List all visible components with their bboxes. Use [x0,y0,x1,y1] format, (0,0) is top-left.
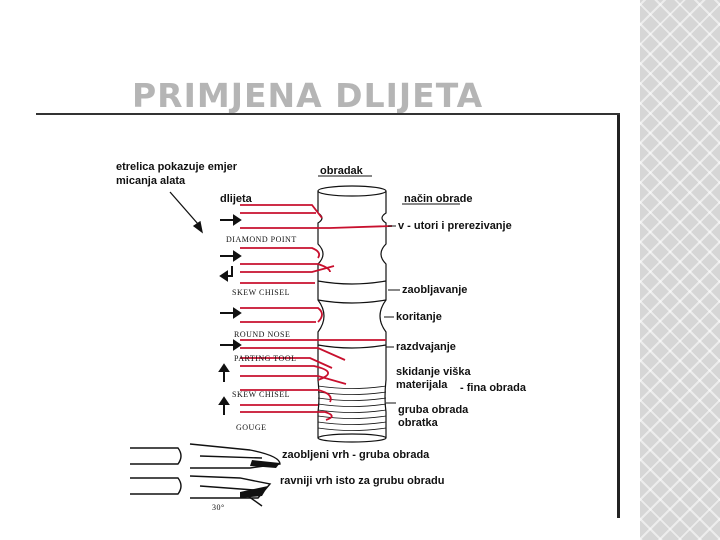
operation-v-grooves: v - utori i prerezivanje [398,220,512,232]
tool-name: SKEW CHISEL [232,390,290,399]
workpiece-label: obradak [320,165,364,177]
tool-name: SKEW CHISEL [232,288,290,297]
gouge-flat-label: ravniji vrh isto za grubu obradu [280,475,444,487]
gouge-profile-drawings [130,443,281,507]
tools-label: dlijeta [220,193,253,205]
arrow-right-icon [220,307,242,319]
arrow-up-icon [218,363,230,382]
tool-name: PARTING TOOL [234,354,297,363]
tool-name: GOUGE [236,423,267,432]
arrow-note-line1: etrelica pokazuje emjer [116,161,238,173]
arrow-right-icon [220,250,242,262]
title-underline [36,113,620,115]
operation-rough-line2: obratka [398,417,439,429]
red-guide-lines [240,204,393,421]
gouge-tip-fill [240,460,280,498]
operation-rough-line1: gruba obrada [398,404,469,416]
slide-title: PRIMJENA DLIJETA [132,76,484,115]
operation-fine: - fina obrada [460,382,527,394]
operation-hollowing: koritanje [396,311,442,323]
operation-removal-line1: skidanje viška [396,366,471,378]
operation-parting: razdvajanje [396,341,456,353]
arrow-right-icon [220,339,242,351]
arrow-note-line2: micanja alata [116,175,186,187]
angle-label: 30° [212,503,225,512]
label-leader-lines [318,175,460,404]
gouge-rounded-label: zaobljeni vrh - gruba obrada [282,449,430,461]
method-label: način obrade [404,193,472,205]
arrow-right-icon [220,214,242,226]
tool-direction-arrows [218,214,242,415]
figure-frame [36,115,620,518]
operation-rounding: zaobljavanje [402,284,467,296]
tool-name: ROUND NOSE [234,330,290,339]
decorative-side-pattern [640,0,720,540]
arrow-hook-icon [219,266,233,282]
tool-name: DIAMOND POINT [226,235,297,244]
arrow-up-icon [218,396,230,415]
workpiece-drawing [317,185,387,443]
note-pointer-arrow [169,191,203,234]
operation-removal-line2: materijala [396,379,448,391]
